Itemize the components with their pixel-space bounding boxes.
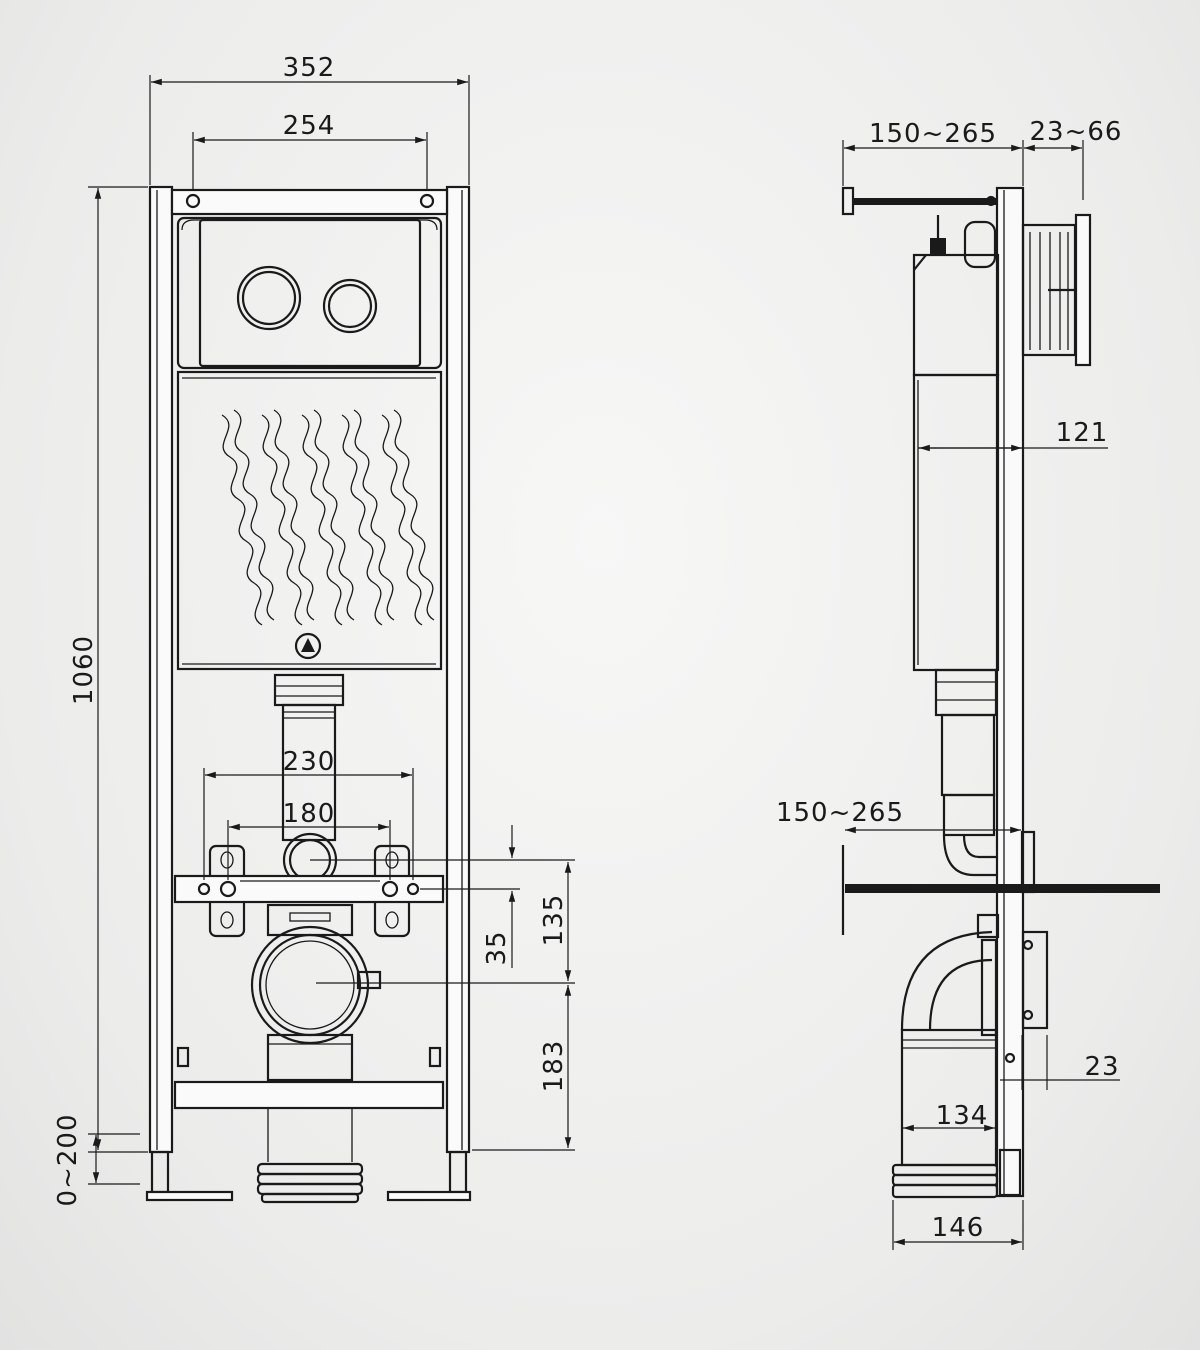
lower-rail — [173, 1046, 445, 1162]
side-labels: 150~265 23~66 121 150~265 23 134 146 — [776, 117, 1123, 1243]
cistern-body — [176, 370, 443, 671]
dim-bolt-spacing: 254 — [283, 111, 336, 141]
dim-elbow: 134 — [936, 1101, 989, 1131]
frame-uprights — [148, 185, 471, 1154]
dim-inlet-to-drain: 135 — [539, 894, 569, 947]
dim-wall-range-bottom: 150~265 — [776, 798, 904, 828]
dim-leg-adjust: 0~200 — [53, 1114, 83, 1207]
flush-buttons — [236, 265, 378, 334]
dim-flange: 23 — [1084, 1052, 1119, 1082]
wave-pattern — [221, 409, 435, 626]
flush-pipe — [273, 673, 345, 888]
front-dimensions — [88, 75, 575, 1185]
bottom-anchor-rod — [841, 830, 1160, 935]
dim-outlet-depth: 146 — [932, 1213, 985, 1243]
dim-wall-range-top: 150~265 — [869, 119, 997, 149]
dim-stud-spacing-inner: 180 — [283, 799, 336, 829]
dim-small-offset: 35 — [482, 930, 512, 965]
front-labels: 352 254 1060 0~200 230 180 35 135 183 — [53, 53, 569, 1206]
adjustable-feet — [145, 1150, 472, 1202]
dim-plate-range: 23~66 — [1030, 117, 1123, 147]
logo-mark-icon — [301, 638, 315, 652]
dim-drain-height: 183 — [539, 1040, 569, 1093]
front-view: 352 254 1060 0~200 230 180 35 135 183 — [53, 53, 575, 1206]
side-dimensions — [842, 140, 1120, 1250]
top-rail — [170, 188, 449, 216]
cistern-top — [176, 216, 443, 370]
dim-height: 1060 — [69, 635, 99, 705]
side-view: 150~265 23~66 121 150~265 23 134 146 — [776, 117, 1160, 1250]
mounting-brackets — [173, 844, 445, 938]
dim-overall-width: 352 — [283, 53, 336, 83]
outlet-bellows — [256, 1162, 364, 1204]
side-cistern — [912, 215, 1108, 877]
dim-stud-spacing-outer: 230 — [283, 747, 336, 777]
top-anchor-rod — [841, 186, 997, 216]
logo-icon — [294, 632, 322, 660]
dim-tank-depth: 121 — [1056, 418, 1109, 448]
drain-connector — [250, 903, 382, 1082]
side-drain-bend — [891, 913, 1049, 1199]
side-flush-plate — [1021, 213, 1092, 367]
side-frame — [995, 186, 1025, 1198]
